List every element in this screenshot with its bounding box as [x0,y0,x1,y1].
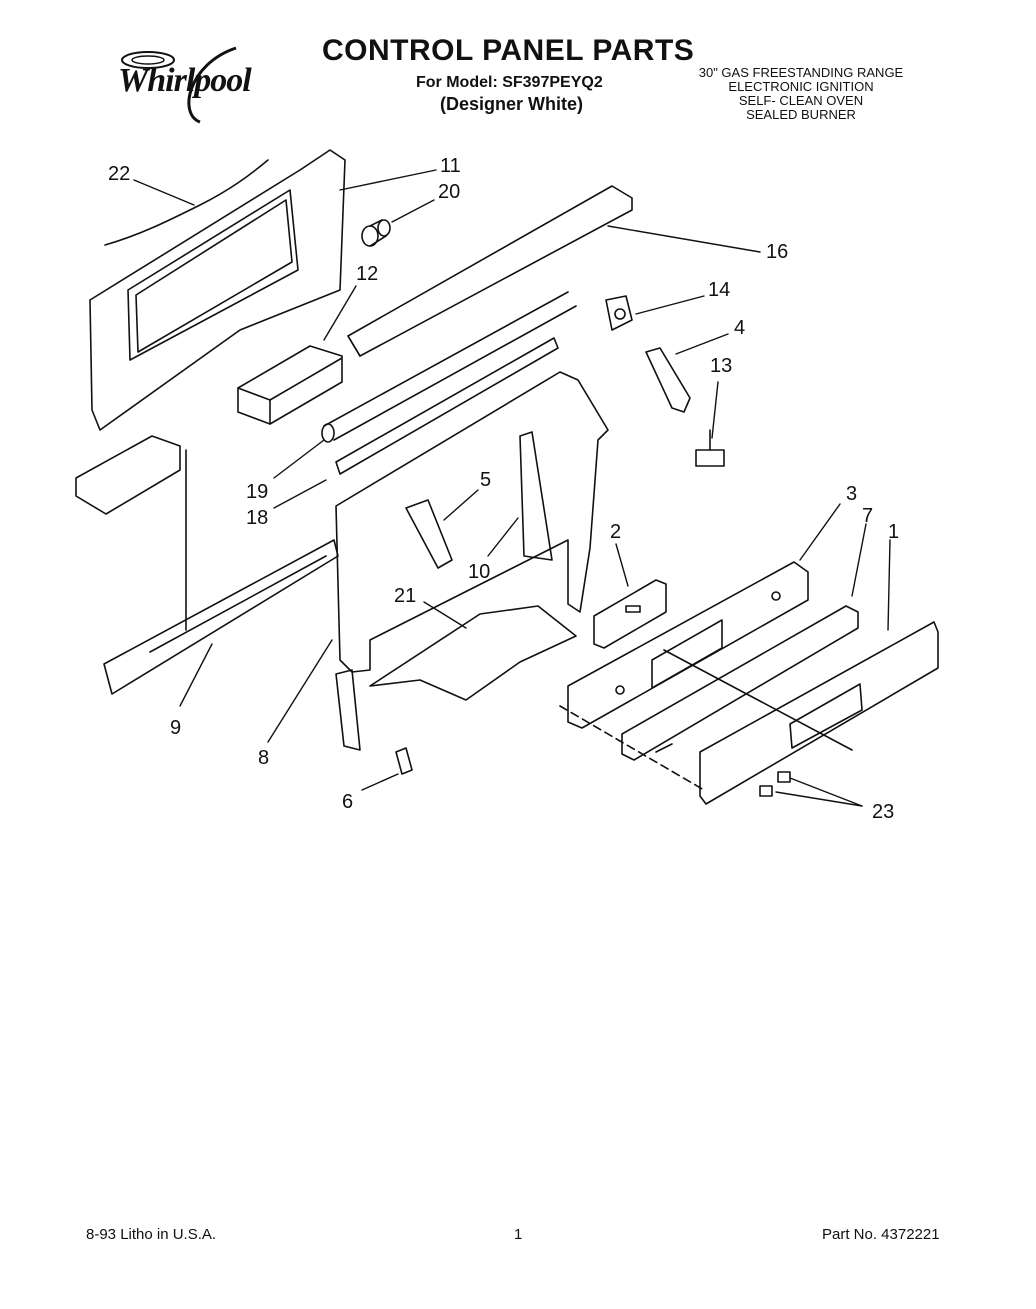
callout-1: 1 [888,521,899,543]
part-3-panel-box [567,561,809,729]
spec-line: SELF- CLEAN OVEN [738,93,864,108]
callout-8: 8 [258,747,269,769]
part-20-cylinder [361,219,391,247]
callout-18: 18 [246,507,268,529]
callout-5: 5 [480,469,491,491]
callout-leader-lines [133,169,891,807]
callout-3: 3 [846,483,857,505]
model-variant: (Designer White) [440,94,584,114]
part-13-switch [695,429,725,467]
callout-14: 14 [708,279,730,301]
part-12-insulation [237,345,343,425]
whirlpool-swirl-icon [121,46,237,124]
callout-21: 21 [394,585,416,607]
part-6-clip [395,747,413,775]
part-4-clip [645,347,691,413]
callout-6: 6 [342,791,353,813]
part-9-vent-rail [103,449,339,695]
callout-13: 13 [710,355,732,377]
part-5-bracket [405,499,453,569]
part-16-top-trim [347,185,633,357]
part-10-bracket [519,431,553,561]
spec-line: ELECTRONIC IGNITION [728,79,874,94]
assembly-guide-line [559,705,705,791]
callout-23: 23 [872,801,894,823]
front-rail [75,435,181,515]
callout-labels: 22 11 20 16 12 14 4 13 19 18 5 10 2 3 7 … [108,155,899,823]
part-11-rear-shield [89,149,346,431]
part-number: Part No. 4372221 [822,1226,940,1243]
spec-line: SEALED BURNER [746,107,856,122]
callout-16: 16 [766,241,788,263]
callout-9: 9 [170,717,181,739]
page-title: CONTROL PANEL PARTS [322,34,695,67]
brand-name: Whirlpool [118,62,252,99]
whirlpool-logo: Whirlpool [108,44,268,134]
part-7-overlay [621,605,859,761]
callout-4: 4 [734,317,745,339]
callout-22: 22 [108,163,130,185]
callout-10: 10 [468,561,490,583]
part-22-wire [104,159,269,246]
product-specs: 30" GAS FREESTANDING RANGE ELECTRONIC IG… [676,66,926,122]
part-21-heat-shield [369,605,577,701]
part-1-front-panel [699,621,939,805]
part-18-strip [335,337,559,475]
print-info: 8-93 Litho in U.S.A. [86,1226,217,1243]
callout-19: 19 [246,481,268,503]
callout-20: 20 [438,181,460,203]
page-number: 1 [514,1226,523,1243]
part-2-control-board [593,579,667,649]
callout-7: 7 [862,505,873,527]
part-19-rod [321,291,577,443]
callout-11: 11 [440,155,461,177]
spec-line: 30" GAS FREESTANDING RANGE [698,65,904,80]
model-number: For Model: SF397PEYQ2 [416,74,603,91]
callout-12: 12 [356,263,378,285]
part-14-bracket [605,295,633,331]
assembly-guide-line [663,649,853,751]
part-23-buttons [759,771,791,797]
callout-2: 2 [610,521,621,543]
part-8-panel-frame [335,371,609,751]
